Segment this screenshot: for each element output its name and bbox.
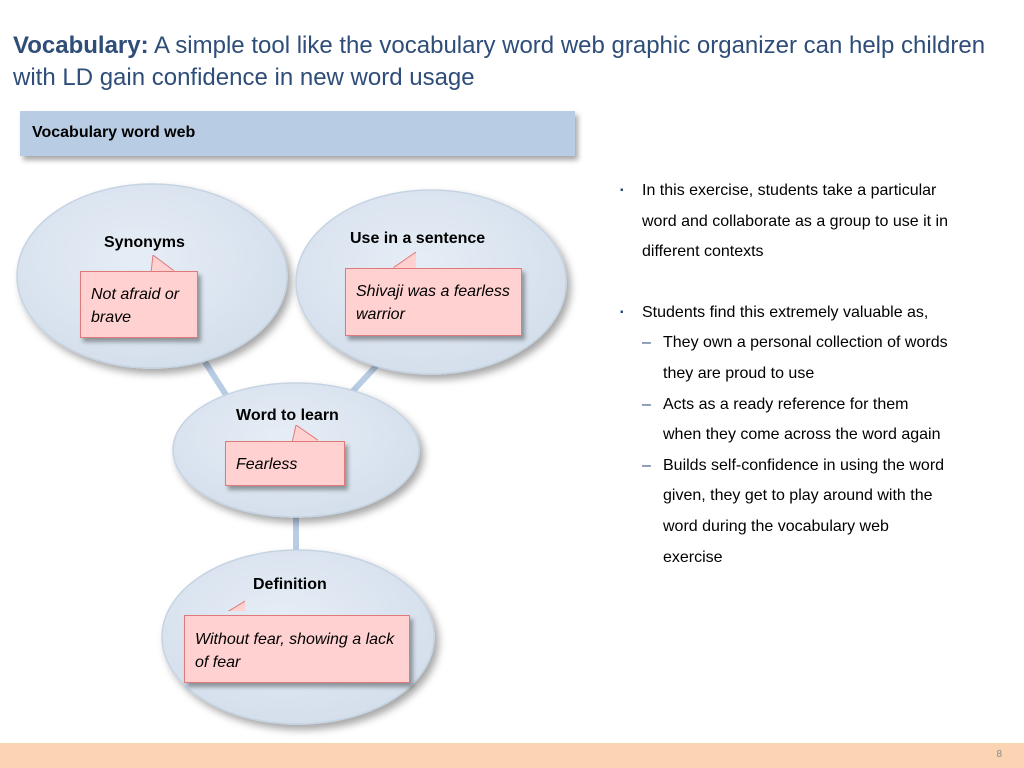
bullet-marker: ▪ (620, 306, 624, 318)
page-number: 8 (996, 749, 1002, 760)
callout-tail-word (291, 425, 318, 441)
page-title: Vocabulary: A simple tool like the vocab… (13, 30, 1003, 94)
bullet-marker: ▪ (620, 185, 624, 196)
footer-bar: 8 (0, 743, 1024, 768)
title-bold: Vocabulary: (13, 32, 149, 59)
connector-sentence (349, 361, 381, 395)
sub-bullet-text: Builds self-confidence in using the word… (663, 456, 945, 566)
label-word: Word to learn (236, 407, 339, 424)
dash-marker: – (642, 334, 651, 352)
bubble-definition: Without fear, showing a lack of fear (184, 600, 410, 683)
label-synonyms: Synonyms (104, 234, 185, 251)
dash-marker: – (642, 395, 651, 413)
sub-bullet-item: –Builds self-confidence in using the wor… (620, 451, 950, 573)
sub-bullet-item: –Acts as a ready reference for them when… (620, 390, 950, 451)
bubble-sentence: Shivaji was a fearless warrior (345, 252, 522, 336)
callout-tail-definition (227, 600, 245, 611)
sub-bullet-item: –They own a personal collection of words… (620, 328, 950, 389)
banner-label: Vocabulary word web (32, 124, 196, 141)
banner: Vocabulary word web (20, 111, 575, 156)
label-definition: Definition (253, 576, 327, 593)
dash-marker: – (642, 456, 651, 474)
definition-value: Without fear, showing a lack of fear (195, 631, 395, 671)
sub-bullet-text: They own a personal collection of words … (663, 334, 948, 382)
synonyms-value: Not afraid or brave (91, 286, 180, 326)
sub-bullet-text: Acts as a ready reference for them when … (663, 395, 941, 444)
callout-tail-sentence (391, 252, 416, 268)
label-sentence: Use in a sentence (350, 230, 486, 247)
bubble-word: Fearless (225, 425, 345, 486)
bullet-text: In this exercise, students take a partic… (642, 182, 948, 261)
bullet-item: ▪ In this exercise, students take a parti… (620, 176, 950, 268)
title-rest: A simple tool like the vocabulary word w… (13, 32, 986, 91)
callout-tail-synonyms (150, 255, 177, 271)
bubble-synonyms: Not afraid or brave (80, 255, 198, 338)
sentence-value: Shivaji was a fearless warrior (356, 283, 510, 323)
bullet-text: Students find this extremely valuable as… (642, 303, 929, 321)
bullet-item: ▪ Students find this extremely valuable a… (620, 298, 950, 329)
bullet-list: ▪ In this exercise, students take a parti… (620, 176, 950, 573)
connector-synonyms (202, 360, 231, 400)
word-value: Fearless (236, 456, 298, 473)
